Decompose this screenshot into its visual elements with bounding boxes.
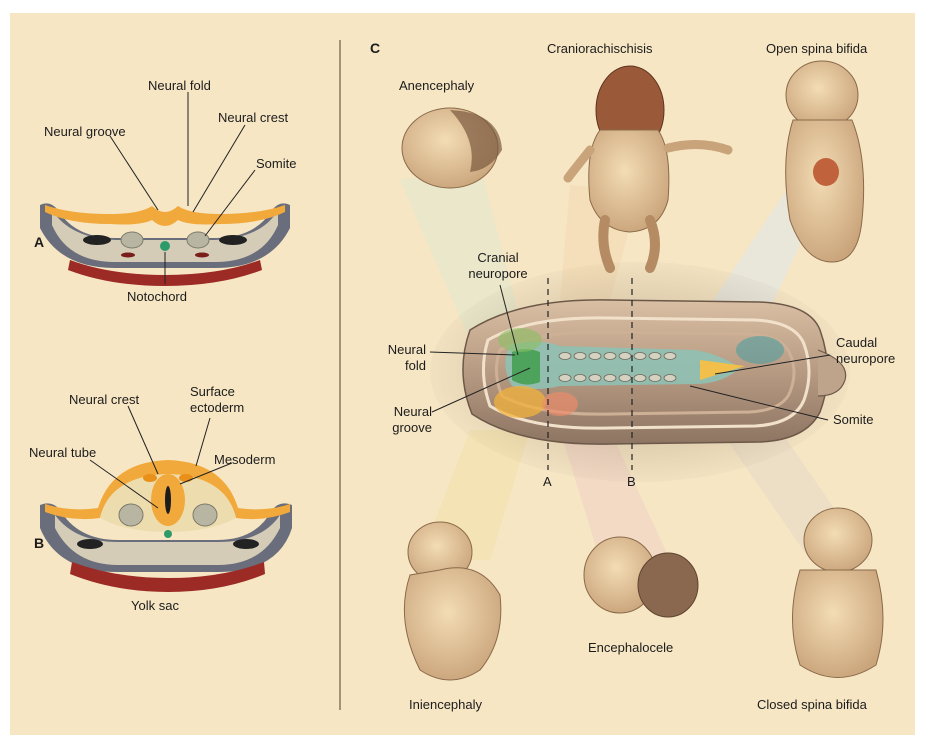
label-yolk-sac: Yolk sac (131, 598, 179, 613)
label-surface-ectoderm-line1: Surface (190, 384, 235, 399)
label-iniencephaly: Iniencephaly (409, 697, 482, 712)
anencephaly-drawing (402, 108, 502, 188)
label-neural-groove-c-line1: Neural (366, 404, 432, 419)
label-caudal-neuropore-line1: Caudal (836, 335, 877, 350)
panel-c-letter: C (370, 40, 380, 56)
label-neural-tube: Neural tube (29, 445, 96, 460)
label-cranial-neuropore-line2: neuropore (453, 266, 543, 281)
label-section-b: B (627, 474, 636, 489)
label-craniorachischisis: Craniorachischisis (547, 41, 652, 56)
label-neural-crest-b: Neural crest (69, 392, 139, 407)
label-somite-a: Somite (256, 156, 296, 171)
label-encephalocele: Encephalocele (588, 640, 673, 655)
label-cranial-neuropore-line1: Cranial (453, 250, 543, 265)
label-neural-groove-c-line2: groove (366, 420, 432, 435)
encephalocele-drawing (584, 537, 698, 617)
label-open-spina-bifida: Open spina bifida (766, 41, 867, 56)
panel-a-letter: A (34, 234, 44, 250)
label-somite-c: Somite (833, 412, 873, 427)
label-neural-fold-c-line1: Neural (360, 342, 426, 357)
label-neural-fold-c-line2: fold (360, 358, 426, 373)
label-anencephaly: Anencephaly (399, 78, 474, 93)
label-neural-crest-a: Neural crest (218, 110, 288, 125)
label-neural-fold-a: Neural fold (148, 78, 211, 93)
label-closed-spina-bifida: Closed spina bifida (757, 697, 867, 712)
panel-b-letter: B (34, 535, 44, 551)
label-section-a: A (543, 474, 552, 489)
section-b-diagram (40, 406, 292, 592)
closed-spina-bifida-drawing (793, 508, 884, 678)
open-spina-bifida-drawing (786, 61, 864, 262)
label-neural-groove-a: Neural groove (44, 124, 126, 139)
label-surface-ectoderm-line2: ectoderm (190, 400, 244, 415)
label-mesoderm: Mesoderm (214, 452, 275, 467)
label-caudal-neuropore-line2: neuropore (836, 351, 895, 366)
label-notochord: Notochord (127, 289, 187, 304)
